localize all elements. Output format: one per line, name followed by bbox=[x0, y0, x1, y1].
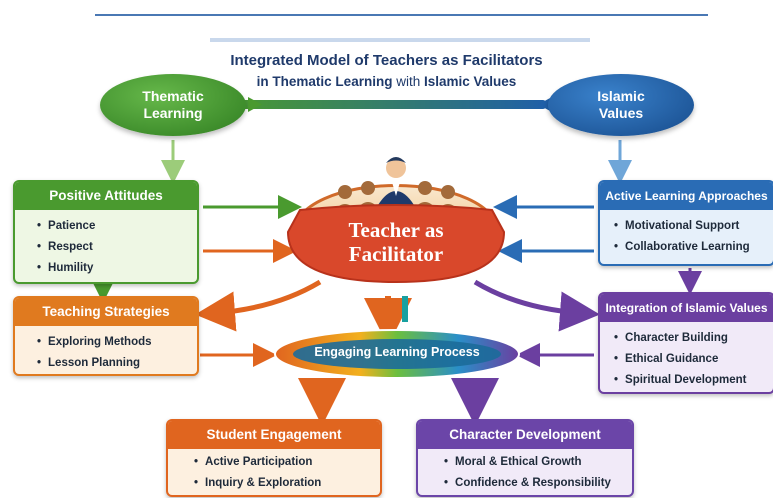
list-item: Ethical Guidance bbox=[614, 349, 773, 370]
connector-bar bbox=[228, 100, 546, 109]
islamic-values-pill: Islamic Values bbox=[548, 74, 694, 136]
subtitle-part-c: Islamic Values bbox=[424, 74, 517, 89]
integration-list: Character Building Ethical Guidance Spir… bbox=[600, 322, 773, 391]
list-item: Inquiry & Exploration bbox=[194, 473, 380, 494]
active-learning-list: Motivational Support Collaborative Learn… bbox=[600, 210, 773, 258]
list-item: Character Building bbox=[614, 328, 773, 349]
right-arrowhead bbox=[248, 97, 262, 112]
list-item: Active Participation bbox=[194, 452, 380, 473]
list-item: Humility bbox=[37, 258, 197, 279]
subtitle-part-b: with bbox=[396, 74, 421, 89]
thematic-learning-label: Thematic Learning bbox=[142, 88, 204, 121]
student-engagement-list: Active Participation Inquiry & Explorati… bbox=[168, 449, 380, 494]
list-item: Exploring Methods bbox=[37, 332, 197, 353]
diagram-title: Integrated Model of Teachers as Facilita… bbox=[230, 52, 543, 69]
engaging-learning-process-label: Engaging Learning Process bbox=[314, 345, 480, 359]
list-item: Motivational Support bbox=[614, 216, 773, 237]
student-engagement-title: Student Engagement bbox=[168, 421, 380, 449]
list-item: Patience bbox=[37, 216, 197, 237]
subtitle-part-a: in Thematic Learning bbox=[256, 74, 393, 89]
list-item: Spiritual Development bbox=[614, 370, 773, 391]
positive-attitudes-list: Patience Respect Humility bbox=[15, 210, 197, 279]
active-learning-title: Active Learning Approaches bbox=[600, 182, 773, 210]
islamic-values-label: Islamic Values bbox=[597, 88, 645, 121]
center-label-line1: Teacher as bbox=[348, 218, 444, 242]
student-engagement-box: Student Engagement Active Participation … bbox=[166, 419, 382, 497]
positive-attitudes-title: Positive Attitudes bbox=[15, 182, 197, 210]
list-item: Respect bbox=[37, 237, 197, 258]
teacher-facilitator-label: Teacher as Facilitator bbox=[296, 218, 496, 266]
center-banner bbox=[286, 204, 506, 284]
center-label-line2: Facilitator bbox=[348, 242, 444, 266]
integration-title: Integration of Islamic Values bbox=[600, 294, 773, 322]
active-learning-box: Active Learning Approaches Motivational … bbox=[598, 180, 773, 266]
teaching-strategies-box: Teaching Strategies Exploring Methods Le… bbox=[13, 296, 199, 376]
character-development-title: Character Development bbox=[418, 421, 632, 449]
positive-attitudes-box: Positive Attitudes Patience Respect Humi… bbox=[13, 180, 199, 284]
thematic-learning-pill: Thematic Learning bbox=[100, 74, 246, 136]
teacher-icon bbox=[378, 157, 414, 205]
list-item: Collaborative Learning bbox=[614, 237, 773, 258]
teaching-strategies-title: Teaching Strategies bbox=[15, 298, 197, 326]
list-item: Moral & Ethical Growth bbox=[444, 452, 632, 473]
character-development-box: Character Development Moral & Ethical Gr… bbox=[416, 419, 634, 497]
diagram-subtitle: in Thematic Learning with Islamic Values bbox=[0, 74, 773, 89]
list-item: Confidence & Responsibility bbox=[444, 473, 632, 494]
list-item: Lesson Planning bbox=[37, 353, 197, 374]
teaching-strategies-list: Exploring Methods Lesson Planning bbox=[15, 326, 197, 374]
integration-islamic-values-box: Integration of Islamic Values Character … bbox=[598, 292, 773, 394]
character-development-list: Moral & Ethical Growth Confidence & Resp… bbox=[418, 449, 632, 494]
